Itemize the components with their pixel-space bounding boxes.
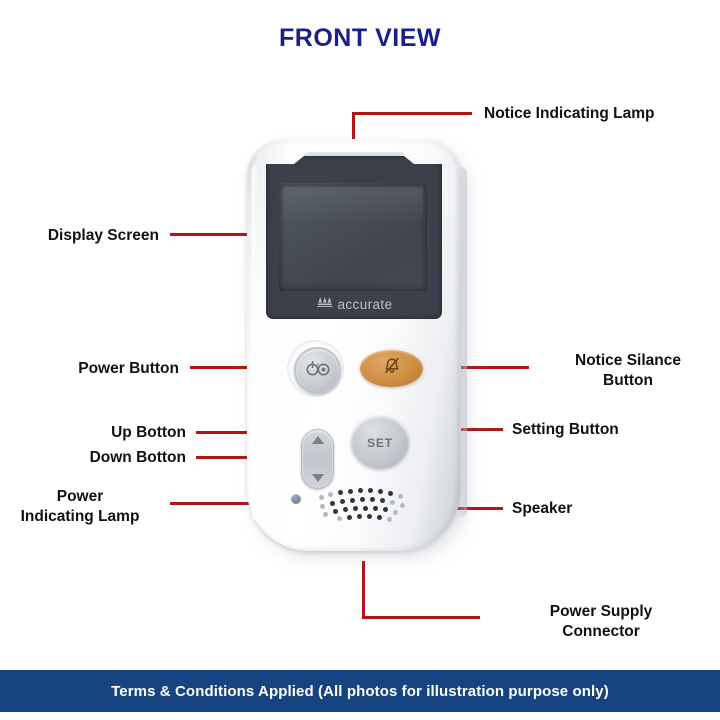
power-icon: [305, 360, 331, 381]
setting-button-label: SET: [367, 435, 393, 450]
leader-power-supply-connector-vertical: [362, 561, 365, 618]
notice-silance-button[interactable]: [360, 350, 423, 387]
power-button[interactable]: [294, 347, 341, 394]
callout-notice-indicating-lamp: Notice Indicating Lamp: [484, 105, 655, 122]
callout-speaker: Speaker: [512, 500, 573, 517]
brand-name: accurate: [337, 296, 393, 312]
callout-up-botton: Up Botton: [111, 424, 186, 441]
display-screen: [279, 183, 427, 291]
callout-display-screen: Display Screen: [47, 227, 159, 244]
callout-power-supply-connector: Power Supply Connector: [549, 603, 653, 641]
up-down-rocker[interactable]: [301, 429, 334, 489]
page-title: FRONT VIEW: [279, 24, 441, 52]
leader-power-supply-connector: [362, 616, 480, 619]
disclaimer-text: Terms & Conditions Applied (All photos f…: [111, 682, 609, 700]
callout-down-botton: Down Botton: [89, 449, 186, 466]
device-illustration: accurate: [247, 139, 473, 561]
leader-display-screen: [170, 233, 310, 236]
callout-setting-button: Setting Button: [512, 421, 619, 438]
speaker-grille: [317, 488, 411, 522]
callout-power-button: Power Button: [78, 360, 179, 377]
leader-notice-indicating-lamp-vertical: [352, 112, 355, 157]
brand-lockup: accurate: [247, 295, 461, 313]
leader-notice-indicating-lamp: [352, 112, 472, 115]
leader-power-indicating-lamp: [170, 502, 296, 505]
power-indicating-lamp: [291, 494, 301, 504]
callout-notice-silance-button: Notice Silance Button: [575, 352, 681, 390]
bell-muted-icon: [382, 356, 402, 381]
callout-power-indicating-lamp: Power Indicating Lamp: [20, 488, 140, 526]
setting-button[interactable]: SET: [351, 416, 409, 469]
mountain-logo-icon: [316, 295, 333, 313]
disclaimer-banner: Terms & Conditions Applied (All photos f…: [0, 670, 720, 712]
triangle-down-icon[interactable]: [311, 474, 324, 482]
triangle-up-icon[interactable]: [311, 436, 324, 444]
